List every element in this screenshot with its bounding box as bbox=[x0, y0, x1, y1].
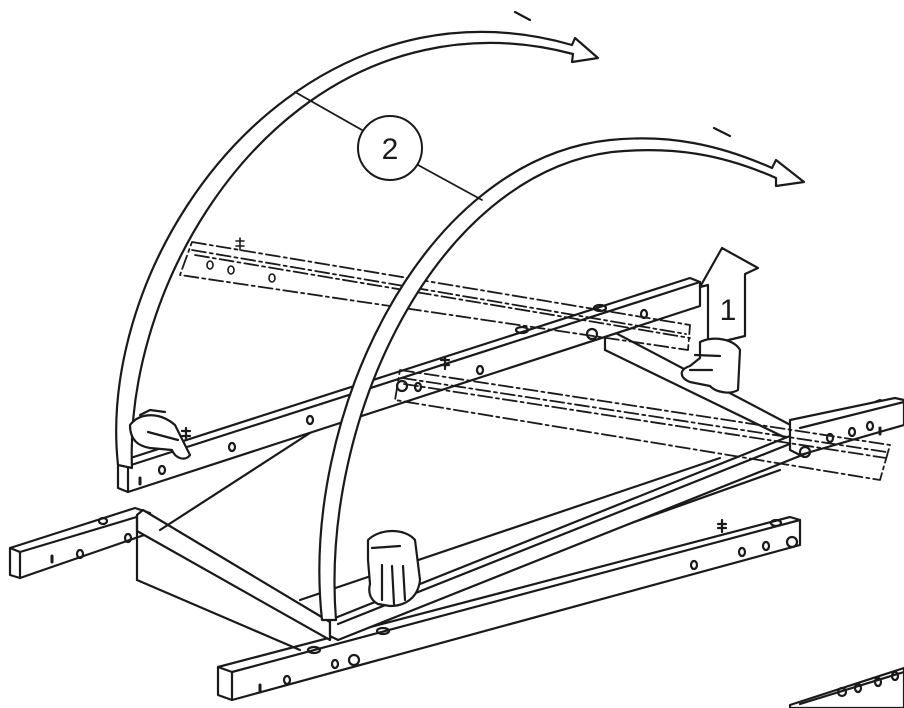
ghost-rail-upper bbox=[179, 241, 691, 351]
ghost-rail-holes bbox=[206, 237, 276, 283]
step-2-callout: 2 bbox=[357, 115, 423, 181]
bottom-right-rail-fragment bbox=[788, 666, 904, 708]
right-front-rail bbox=[788, 396, 904, 459]
glove-icon-right bbox=[680, 337, 742, 394]
base-frame bbox=[135, 318, 892, 652]
bottom-front-rail bbox=[216, 515, 802, 702]
step-1-callout: 1 bbox=[720, 294, 737, 327]
ghost-rail-lower bbox=[394, 369, 891, 481]
lift-arrow-icon bbox=[698, 246, 760, 347]
bottom-left-rail bbox=[8, 506, 152, 580]
glove-icon-left bbox=[128, 408, 192, 460]
rotation-arc-back bbox=[115, 10, 600, 470]
step-2-label: 2 bbox=[382, 133, 399, 166]
glove-icon-front bbox=[366, 529, 422, 608]
rotation-arc-front bbox=[318, 126, 806, 622]
step-2-leaders bbox=[294, 91, 483, 201]
step-1-label: 1 bbox=[720, 294, 737, 327]
step-2-circle bbox=[357, 115, 423, 181]
